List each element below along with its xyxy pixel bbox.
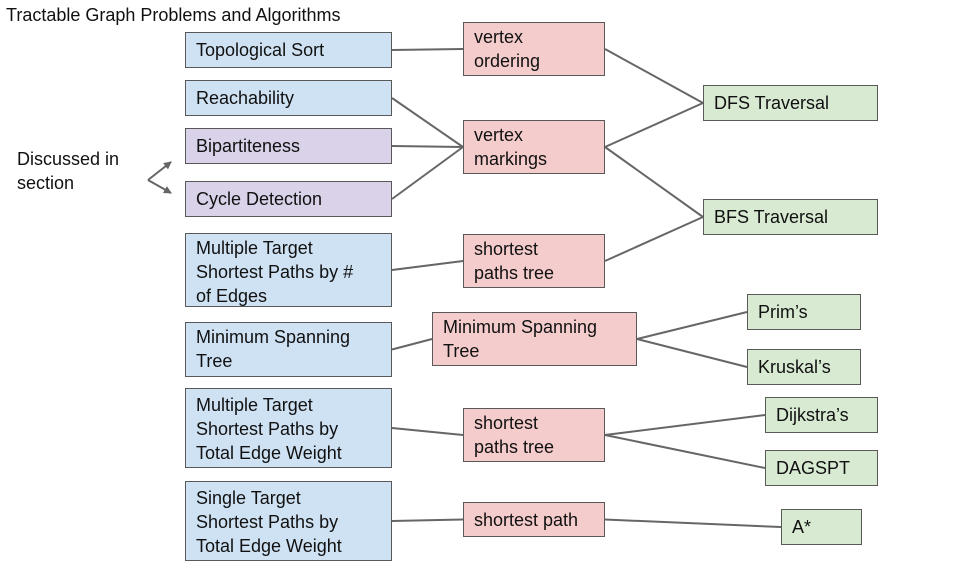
- algorithm-dagspt: DAGSPT: [765, 450, 878, 486]
- problem-bipartiteness: Bipartiteness: [185, 128, 392, 164]
- algorithm-kruskals: Kruskal’s: [747, 349, 861, 385]
- problem-reachability: Reachability: [185, 80, 392, 116]
- algorithm-dijkstras: Dijkstra’s: [765, 397, 878, 433]
- problem-multiple-target-shortest-paths-edges: Multiple Target Shortest Paths by # of E…: [185, 233, 392, 307]
- algorithm-bfs-traversal: BFS Traversal: [703, 199, 878, 235]
- side-note-arrows: [147, 161, 172, 194]
- edge-bip-to-vertex_markings: [391, 145, 464, 148]
- edge-cycle-to-vertex_markings: [391, 146, 464, 200]
- problem-topological-sort: Topological Sort: [185, 32, 392, 68]
- edge-topo-to-vertex_ordering: [391, 48, 464, 51]
- problem-single-target-shortest-paths-weight: Single Target Shortest Paths by Total Ed…: [185, 481, 392, 561]
- algorithm-prims: Prim’s: [747, 294, 861, 330]
- edge-spt2-to-dagspt: [604, 434, 766, 469]
- edge-mtsp_edges-to-spt1: [391, 260, 464, 271]
- output-shortest-path: shortest path: [463, 502, 605, 537]
- output-shortest-paths-tree-weight: shortest paths tree: [463, 408, 605, 462]
- edge-sp-to-astar: [604, 518, 782, 528]
- output-vertex-markings: vertex markings: [463, 120, 605, 174]
- edge-spt2-to-dijkstra: [604, 414, 766, 436]
- output-shortest-paths-tree-edges: shortest paths tree: [463, 234, 605, 288]
- side-note-label: Discussed in section: [17, 149, 120, 193]
- diagram-title: Tractable Graph Problems and Algorithms: [6, 5, 341, 25]
- side-note-arrow-bipartiteness: [147, 161, 172, 181]
- output-minimum-spanning-tree: Minimum Spanning Tree: [432, 312, 637, 366]
- problem-multiple-target-shortest-paths-weight: Multiple Target Shortest Paths by Total …: [185, 388, 392, 468]
- edge-stsp_weight-to-sp: [391, 518, 464, 522]
- edge-vertex_markings-to-bfs: [604, 146, 704, 218]
- algorithm-dfs-traversal: DFS Traversal: [703, 85, 878, 121]
- problem-cycle-detection: Cycle Detection: [185, 181, 392, 217]
- side-note-arrow-cycle-detection: [147, 179, 172, 194]
- edge-mst_output-to-kruskal: [636, 338, 748, 368]
- edge-mst_output-to-prim: [636, 311, 748, 340]
- edge-mtsp_weight-to-spt2: [391, 427, 464, 436]
- output-vertex-ordering: vertex ordering: [463, 22, 605, 76]
- edge-reach-to-vertex_markings: [391, 97, 464, 148]
- problem-minimum-spanning-tree: Minimum Spanning Tree: [185, 322, 392, 377]
- algorithm-a-star: A*: [781, 509, 862, 545]
- edge-vertex_ordering-to-dfs: [604, 48, 704, 104]
- edge-mst_problem-to-mst_output: [391, 338, 433, 351]
- edge-vertex_markings-to-dfs: [604, 102, 704, 148]
- edge-spt1-to-bfs: [604, 216, 704, 262]
